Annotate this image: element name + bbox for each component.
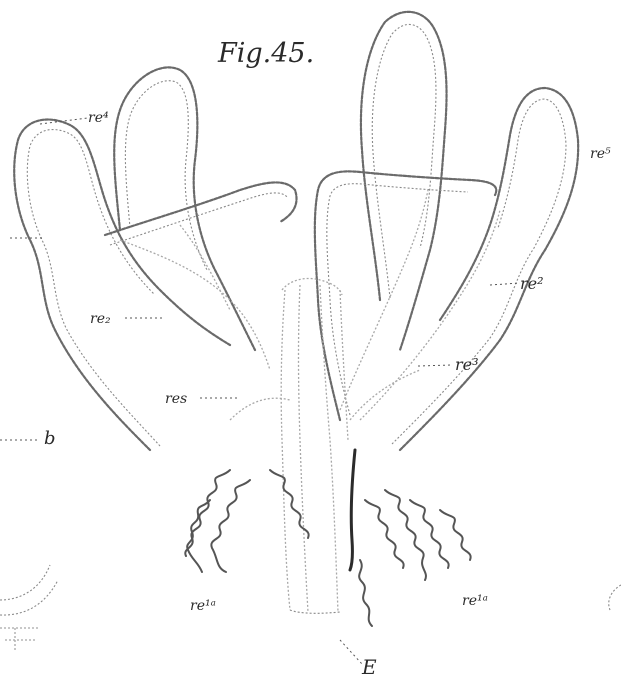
leader-e	[340, 640, 362, 664]
loop-right-tall	[361, 12, 447, 350]
cross-strands-top	[105, 182, 297, 370]
coils-right	[359, 490, 471, 626]
label-re5: re⁵	[590, 146, 611, 162]
leader-re3	[418, 365, 452, 366]
label-re2-right: re²	[520, 274, 544, 293]
coils-left	[185, 470, 308, 572]
label-res: res	[165, 391, 187, 407]
label-re2-left: re₂	[90, 311, 111, 327]
figure-title: Fig.45.	[217, 38, 314, 69]
edge-fragment-right	[609, 585, 621, 610]
label-re1-left: re¹ᵃ	[190, 598, 216, 614]
loop-right-outer	[392, 88, 578, 450]
label-re4: re⁴	[88, 110, 109, 126]
label-re1-right: re¹ᵃ	[462, 593, 488, 609]
central-stem	[230, 278, 420, 613]
loop-left-outer	[14, 120, 230, 450]
label-re3: re³	[455, 355, 479, 374]
label-b: b	[44, 428, 56, 449]
label-e: E	[361, 655, 377, 679]
loop-middle-right	[315, 171, 500, 420]
edge-fragment-left	[0, 565, 58, 650]
